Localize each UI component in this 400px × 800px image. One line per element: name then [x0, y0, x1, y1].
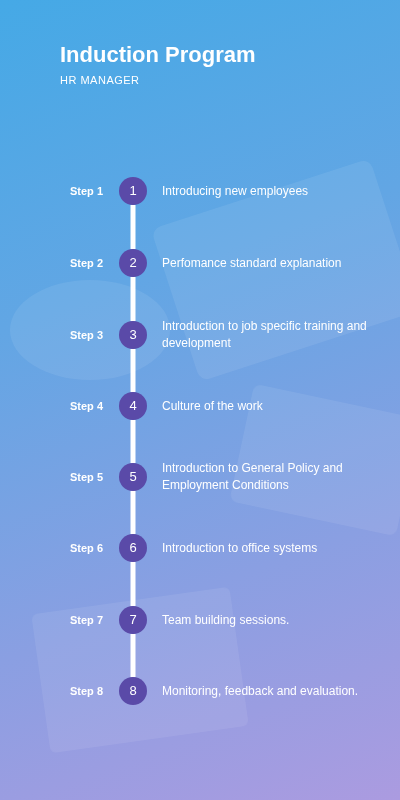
step-circle: Step 22Perfomance standard explanation — [119, 249, 147, 277]
step-number: 6 — [119, 534, 147, 562]
step-number: 1 — [119, 177, 147, 205]
step-number: 2 — [119, 249, 147, 277]
step-circle: Step 33Introduction to job specific trai… — [119, 321, 147, 349]
page-title: Induction Program — [60, 42, 256, 68]
step-description: Culture of the work — [162, 398, 367, 415]
timeline-connector — [131, 420, 136, 463]
step-label: Step 7 — [70, 614, 103, 626]
step-label: Step 1 — [70, 185, 103, 197]
step-label: Step 6 — [70, 542, 103, 554]
step-circle: Step 11Introducing new employees — [119, 177, 147, 205]
step-label: Step 3 — [70, 329, 103, 341]
step-description: Introduction to General Policy and Emplo… — [162, 460, 367, 494]
step-description: Introducing new employees — [162, 183, 367, 200]
timeline-connector — [131, 562, 136, 606]
step-number: 5 — [119, 463, 147, 491]
step-description: Team building sessions. — [162, 612, 367, 629]
step-circle: Step 77Team building sessions. — [119, 606, 147, 634]
step-number: 3 — [119, 321, 147, 349]
timeline-connector — [131, 277, 136, 321]
step-label: Step 4 — [70, 400, 103, 412]
step-number: 4 — [119, 392, 147, 420]
step-description: Introduction to job specific training an… — [162, 318, 367, 352]
step-circle: Step 66Introduction to office systems — [119, 534, 147, 562]
step-description: Introduction to office systems — [162, 540, 367, 557]
step-label: Step 2 — [70, 257, 103, 269]
step-number: 8 — [119, 677, 147, 705]
subtitle: HR MANAGER — [60, 74, 140, 86]
step-description: Perfomance standard explanation — [162, 255, 367, 272]
step-label: Step 5 — [70, 471, 103, 483]
step-circle: Step 44Culture of the work — [119, 392, 147, 420]
step-circle: Step 88Monitoring, feedback and evaluati… — [119, 677, 147, 705]
step-label: Step 8 — [70, 685, 103, 697]
timeline-connector — [131, 349, 136, 392]
timeline-connector — [131, 634, 136, 677]
step-description: Monitoring, feedback and evaluation. — [162, 683, 367, 700]
step-number: 7 — [119, 606, 147, 634]
timeline-connector — [131, 205, 136, 249]
step-circle: Step 55Introduction to General Policy an… — [119, 463, 147, 491]
timeline-connector — [131, 491, 136, 534]
